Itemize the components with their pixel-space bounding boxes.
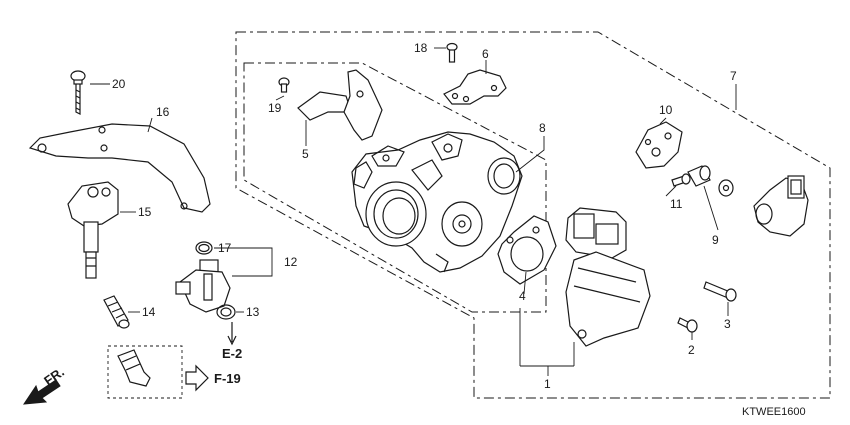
assembly-outline-7 xyxy=(235,31,831,399)
leader-lines xyxy=(90,47,737,376)
injector-12 xyxy=(175,259,231,313)
callout-11: 11 xyxy=(670,197,683,211)
gasket-4 xyxy=(497,215,557,285)
callout-5: 5 xyxy=(302,147,309,161)
callout-10: 10 xyxy=(659,103,673,117)
collar-9 xyxy=(687,165,734,197)
callout-17: 17 xyxy=(218,241,232,255)
diagram-code: KTWEE1600 xyxy=(742,406,806,418)
callout-1: 1 xyxy=(544,377,551,391)
callout-13: 13 xyxy=(246,305,260,319)
callout-3: 3 xyxy=(724,317,731,331)
arrow-right-outline-icon xyxy=(185,364,209,392)
callout-6: 6 xyxy=(482,47,489,61)
callout-20: 20 xyxy=(112,77,126,91)
callout-12: 12 xyxy=(284,255,298,269)
callout-15: 15 xyxy=(138,205,152,219)
screw-19 xyxy=(278,77,290,93)
callout-2: 2 xyxy=(688,343,695,357)
callout-8: 8 xyxy=(539,121,546,135)
front-direction-arrow-icon xyxy=(23,379,61,405)
injector-bracket-16 xyxy=(28,123,211,213)
seal-13 xyxy=(216,304,236,320)
hose-14 xyxy=(103,295,130,329)
bracket-plate-10 xyxy=(635,121,683,169)
bolt-20 xyxy=(70,70,86,115)
screw-11 xyxy=(671,173,691,187)
bolt-18 xyxy=(446,42,458,63)
reference-inset-f19 xyxy=(107,345,183,399)
throttle-body xyxy=(351,131,523,273)
assembly-outline-8 xyxy=(243,62,547,313)
callout-16: 16 xyxy=(156,105,170,119)
callout-14: 14 xyxy=(142,305,156,319)
o-ring-17 xyxy=(195,241,213,255)
sensor-right xyxy=(753,175,809,237)
screw-3 xyxy=(703,281,737,302)
ref-f19: F-19 xyxy=(214,371,241,386)
ref-e2: E-2 xyxy=(222,346,242,361)
sensor-unit-1 xyxy=(565,207,651,347)
callout-4: 4 xyxy=(519,289,526,303)
ref-front: FR. xyxy=(41,364,67,388)
arrow-down-icon xyxy=(227,322,237,346)
cover-5 xyxy=(297,69,383,141)
injector-15 xyxy=(67,181,119,279)
callout-19: 19 xyxy=(268,101,282,115)
callout-7: 7 xyxy=(730,69,737,83)
bracket-6 xyxy=(443,69,507,105)
callout-9: 9 xyxy=(712,233,719,247)
callout-18: 18 xyxy=(414,41,428,55)
screw-2 xyxy=(677,317,698,333)
